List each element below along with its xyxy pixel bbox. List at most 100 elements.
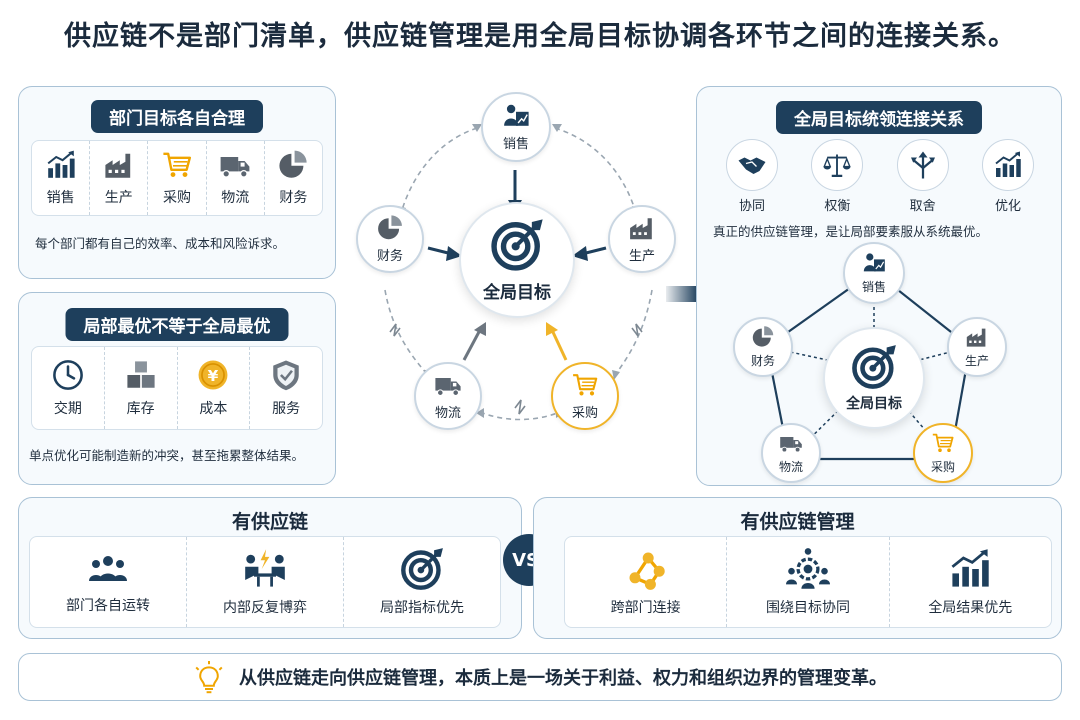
bar-growth-icon	[993, 150, 1023, 180]
trait-item-goal-collab: 围绕目标协同	[727, 537, 890, 627]
trait-item-global-results: 全局结果优先	[890, 537, 1051, 627]
truck-icon	[219, 149, 251, 181]
principle-label: 权衡	[824, 199, 851, 214]
bar-growth-icon	[948, 547, 992, 591]
node-logistics: 物流	[414, 362, 482, 430]
principle-item-choose: 取舍	[888, 139, 958, 219]
node-label: 销售	[502, 137, 529, 152]
dept-label: 财务	[279, 190, 308, 206]
trait-label: 跨部门连接	[610, 600, 681, 616]
dept-label: 采购	[163, 190, 191, 206]
node-label: 财务	[750, 354, 775, 368]
dept-item-sales: 销售	[32, 141, 91, 215]
panel-with-supply-chain: 有供应链 部门各自运转 内部反复博弈 局部指标优先	[18, 497, 522, 639]
node-label: 销售	[861, 280, 886, 294]
node-purchasing: 采购	[551, 362, 619, 430]
network-global-goal-hub: 全局目标	[823, 327, 925, 429]
panel-local-vs-global-title: 局部最优不等于全局最优	[65, 308, 289, 341]
principle-item-collaborate: 协同	[717, 139, 787, 219]
metric-item-delivery: 交期	[32, 347, 105, 429]
lightbulb-icon	[193, 660, 225, 694]
people-group-icon	[84, 549, 132, 589]
supply-chain-traits-row: 部门各自运转 内部反复博弈 局部指标优先	[29, 536, 501, 628]
panel-with-supply-chain-management: 有供应链管理 跨部门连接 围绕目标协同 全局结果优先	[533, 497, 1062, 639]
handshake-icon	[737, 150, 767, 180]
node-production: 生产	[608, 205, 676, 273]
trait-label: 围绕目标协同	[765, 600, 850, 616]
node-label: 采购	[571, 406, 598, 421]
metric-label: 服务	[272, 401, 301, 417]
principle-item-optimize: 优化	[973, 139, 1043, 219]
principle-label: 取舍	[909, 199, 936, 214]
team-gear-icon	[785, 547, 831, 591]
factory-icon	[965, 325, 989, 349]
scale-icon	[822, 150, 852, 180]
node-label: 财务	[376, 249, 403, 264]
target-icon	[400, 547, 444, 591]
metric-label: 交期	[53, 401, 82, 417]
principle-label: 优化	[994, 199, 1021, 214]
principle-icon-row: 协同 权衡 取舍 优化	[717, 139, 1043, 219]
dept-label: 生产	[104, 190, 133, 206]
pie-chart-icon	[751, 325, 775, 349]
metric-item-cost: 成本	[178, 347, 251, 429]
trait-item-local-metrics: 局部指标优先	[344, 537, 500, 627]
panel-local-vs-global-note: 单点优化可能制造新的冲突，甚至拖累整体结果。	[29, 448, 305, 463]
factory-icon	[103, 149, 135, 181]
principle-item-tradeoff: 权衡	[802, 139, 872, 219]
node-label: 生产	[628, 249, 655, 264]
conflict-icon	[241, 547, 289, 591]
trait-item-conflict: 内部反复博弈	[187, 537, 344, 627]
panel-department-goals: 部门目标各自合理 销售 生产 采购 物流 财务 每个部门都有自己的效率、成本和风…	[18, 86, 336, 279]
global-goal-hub: 全局目标	[459, 202, 575, 318]
shield-check-icon	[269, 358, 303, 392]
cart-icon	[931, 431, 955, 455]
management-traits-row: 跨部门连接 围绕目标协同 全局结果优先	[564, 536, 1052, 628]
footer-text: 从供应链走向供应链管理，本质上是一场关于利益、权力和组织边界的管理变革。	[239, 668, 887, 689]
metric-item-inventory: 库存	[105, 347, 178, 429]
node-label: 物流	[778, 460, 803, 474]
metric-icon-row: 交期 库存 成本 服务	[31, 346, 323, 430]
panel-global-goal-leads-note: 真正的供应链管理，是让局部要素服从系统最优。	[713, 224, 989, 239]
dept-item-finance: 财务	[265, 141, 322, 215]
network-node-sales: 销售	[843, 242, 905, 304]
node-label: 采购	[930, 460, 955, 474]
panel-with-supply-chain-management-title: 有供应链管理	[740, 511, 855, 533]
trait-label: 全局结果优先	[928, 600, 1013, 616]
pie-chart-icon	[376, 214, 404, 242]
dept-item-production: 生产	[90, 141, 149, 215]
network-node-production: 生产	[947, 317, 1007, 377]
split-arrows-icon	[908, 150, 938, 180]
target-icon	[851, 344, 897, 390]
truck-icon	[779, 431, 803, 455]
node-label: 物流	[434, 406, 461, 421]
principle-label: 协同	[738, 199, 765, 214]
node-label: 生产	[964, 354, 989, 368]
panel-department-goals-title: 部门目标各自合理	[91, 100, 263, 133]
network-global-goal-label: 全局目标	[846, 395, 902, 412]
network-node-purchasing: 采购	[913, 423, 973, 483]
trait-item-cross-dept: 跨部门连接	[565, 537, 728, 627]
dept-item-purchasing: 采购	[148, 141, 207, 215]
panel-department-goals-note: 每个部门都有自己的效率、成本和风险诉求。	[35, 236, 286, 251]
target-icon	[490, 218, 544, 272]
metric-item-service: 服务	[250, 347, 322, 429]
clock-icon	[51, 358, 85, 392]
trait-label: 部门各自运转	[66, 598, 150, 614]
panel-global-goal-leads: 全局目标统领连接关系 协同 权衡 取舍 优化 真正的供应链管理，是让局部	[696, 86, 1062, 486]
sales-person-icon	[862, 251, 886, 275]
trait-label: 内部反复博弈	[223, 600, 307, 616]
dept-item-logistics: 物流	[207, 141, 265, 215]
global-goal-label: 全局目标	[483, 282, 551, 303]
panel-local-vs-global: 局部最优不等于全局最优 交期 库存 成本 服务 单点优化可能制造新的冲突，甚至拖…	[18, 292, 336, 485]
truck-icon	[434, 371, 462, 399]
bar-growth-icon	[45, 149, 77, 181]
metric-label: 库存	[126, 401, 155, 417]
factory-icon	[628, 214, 656, 242]
panel-global-goal-leads-title: 全局目标统领连接关系	[776, 101, 982, 134]
dept-label: 物流	[221, 190, 250, 206]
network-node-logistics: 物流	[761, 423, 821, 483]
trait-label: 局部指标优先	[380, 600, 464, 616]
network-node-finance: 财务	[733, 317, 793, 377]
footer-conclusion: 从供应链走向供应链管理，本质上是一场关于利益、权力和组织边界的管理变革。	[18, 653, 1062, 701]
